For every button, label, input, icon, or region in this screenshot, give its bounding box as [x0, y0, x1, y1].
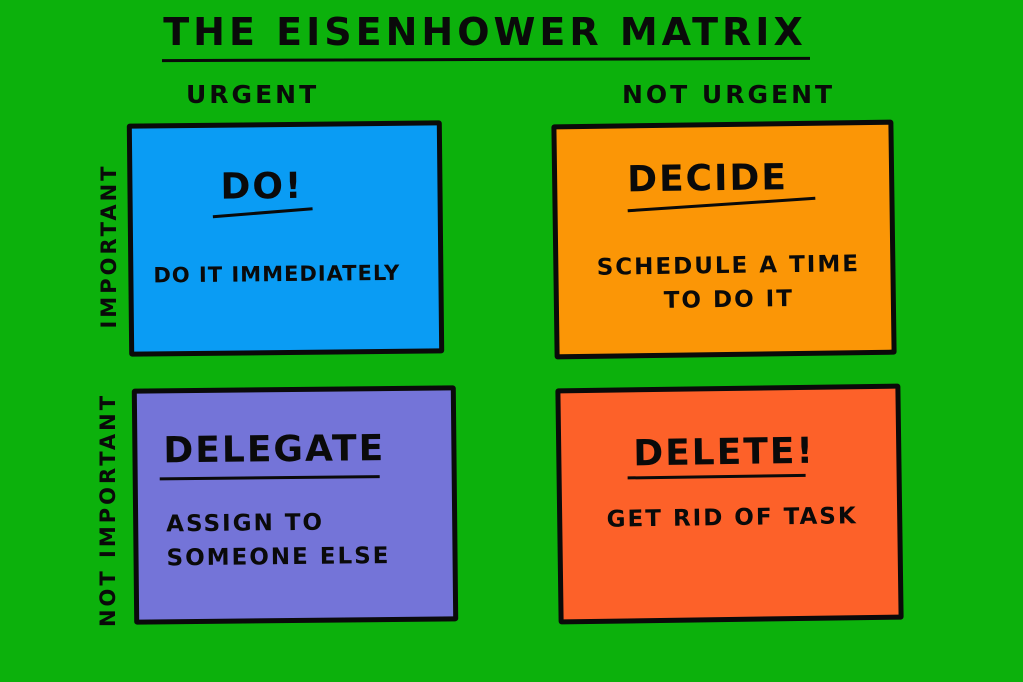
quadrant-decide-description: SCHEDULE A TIME TO DO IT — [596, 251, 861, 314]
quadrant-do: DO! DO IT IMMEDIATELY — [126, 120, 445, 357]
diagram-title: THE EISENHOWER MATRIX — [163, 10, 807, 54]
quadrant-delete-title: DELETE! — [633, 430, 816, 475]
quadrant-do-underline — [212, 207, 313, 219]
row-label-important: IMPORTANT — [97, 163, 121, 329]
row-label-not-important: NOT IMPORTANT — [96, 392, 120, 628]
column-label-urgent: URGENT — [186, 80, 320, 109]
quadrant-do-description: DO IT IMMEDIATELY — [153, 260, 401, 288]
quadrant-delete-underline — [627, 473, 806, 480]
quadrant-delete: DELETE! GET RID OF TASK — [555, 383, 904, 625]
quadrant-delegate: DELEGATE ASSIGN TO SOMEONE ELSE — [131, 385, 459, 625]
quadrant-delegate-title: DELEGATE — [163, 428, 386, 472]
quadrant-delegate-underline — [159, 475, 380, 481]
quadrant-decide: DECIDE SCHEDULE A TIME TO DO IT — [551, 119, 897, 360]
quadrant-delegate-description: ASSIGN TO SOMEONE ELSE — [166, 509, 391, 572]
quadrant-do-title: DO! — [220, 165, 304, 208]
quadrant-decide-title: DECIDE — [626, 157, 789, 201]
column-label-not-urgent: NOT URGENT — [622, 80, 836, 109]
quadrant-delete-description: GET RID OF TASK — [606, 503, 858, 533]
